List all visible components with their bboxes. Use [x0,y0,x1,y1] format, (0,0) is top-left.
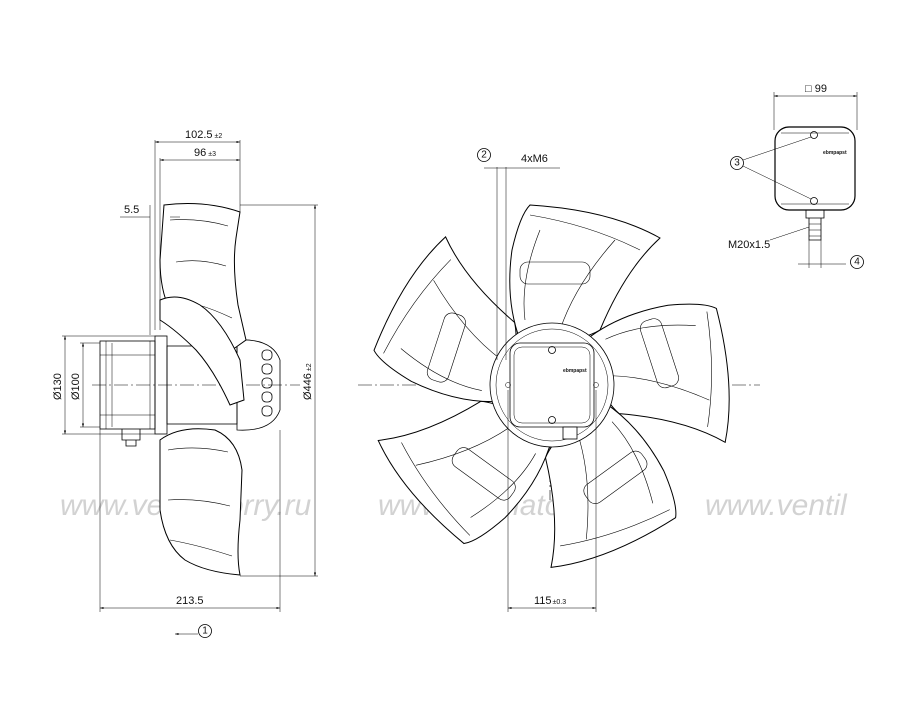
watermark-text-3: www.ventil [705,489,848,522]
dim-d-ext [62,335,155,435]
front-motor-box-inner [513,346,591,424]
callout-3-label: 3 [734,158,740,169]
side-hub-fins [261,349,273,417]
dim-115-label: 115±0.3 [534,595,566,607]
terminal-screw-top [810,131,818,139]
dim-m6-ext [496,167,507,360]
front-blade-1 [509,204,661,342]
dim-gland-label: M20x1.5 [728,239,770,251]
callout-2-circle [477,148,491,162]
terminal-brand-label: ebmpapst [823,150,847,156]
side-hub [236,339,281,431]
dim-99-label: □ 99 [805,83,827,95]
callout-4-label: 4 [854,257,860,268]
terminal-screw-bottom [810,197,818,205]
front-blade-3 [544,402,677,568]
front-view: ebmpapst 2 4xM6 115±0.3 [358,148,760,612]
front-cable-gland [562,426,578,440]
callout-3-circle [730,156,744,170]
callout-3-leaders [742,136,812,200]
side-view: 102.5±2 96±3 5.5 Ø130 Ø100 Ø446±2 213.5 … [52,129,318,638]
front-brand-label: ebmpapst [563,368,587,374]
dim-m6-label: 4xM6 [521,153,548,165]
dim-102-ext [154,140,241,330]
dim-d100-label: Ø100 [70,373,82,400]
dim-5-label: 5.5 [124,204,139,216]
side-cable-gland [121,429,141,447]
front-screw-top [548,346,556,354]
dim-gland-ext [798,240,846,268]
side-motor-bands [100,354,155,416]
front-hole-right [593,382,599,388]
terminal-gland-body [808,218,822,241]
callout-2-label: 2 [481,150,487,161]
terminal-box-view: □ 99 ebmpapst 3 M20x1.5 4 [728,83,864,269]
front-hole-left [505,382,511,388]
terminal-gland-thread [809,223,821,237]
front-hub-inner [495,328,609,442]
front-motor-box [509,342,595,428]
side-motor-ribs [105,341,151,429]
dim-96-label: 96±3 [194,147,216,159]
side-blade-bottom [159,428,243,576]
dim-d446-label: Ø446±2 [302,363,314,400]
side-blade-bottom-detail [167,447,233,557]
terminal-box-body [774,126,856,211]
dim-d446-ext [240,204,318,577]
dim-213-ext [99,429,281,612]
terminal-box-edges [781,132,849,205]
dim-gland-leader [769,226,810,241]
front-screw-bottom [548,416,556,424]
front-blade-5 [373,236,517,403]
dim-213-label: 213.5 [176,595,204,607]
callout-1-circle [198,624,212,638]
callout-1-label: 1 [202,626,208,637]
terminal-gland-nut [805,210,825,219]
dim-115-ext [507,390,597,612]
callout-4-circle [850,255,864,269]
side-blade-mid [159,296,245,406]
dim-102-label: 102.5±2 [185,129,222,141]
dim-d130-label: Ø130 [52,373,64,400]
dim-99-ext [773,92,858,130]
